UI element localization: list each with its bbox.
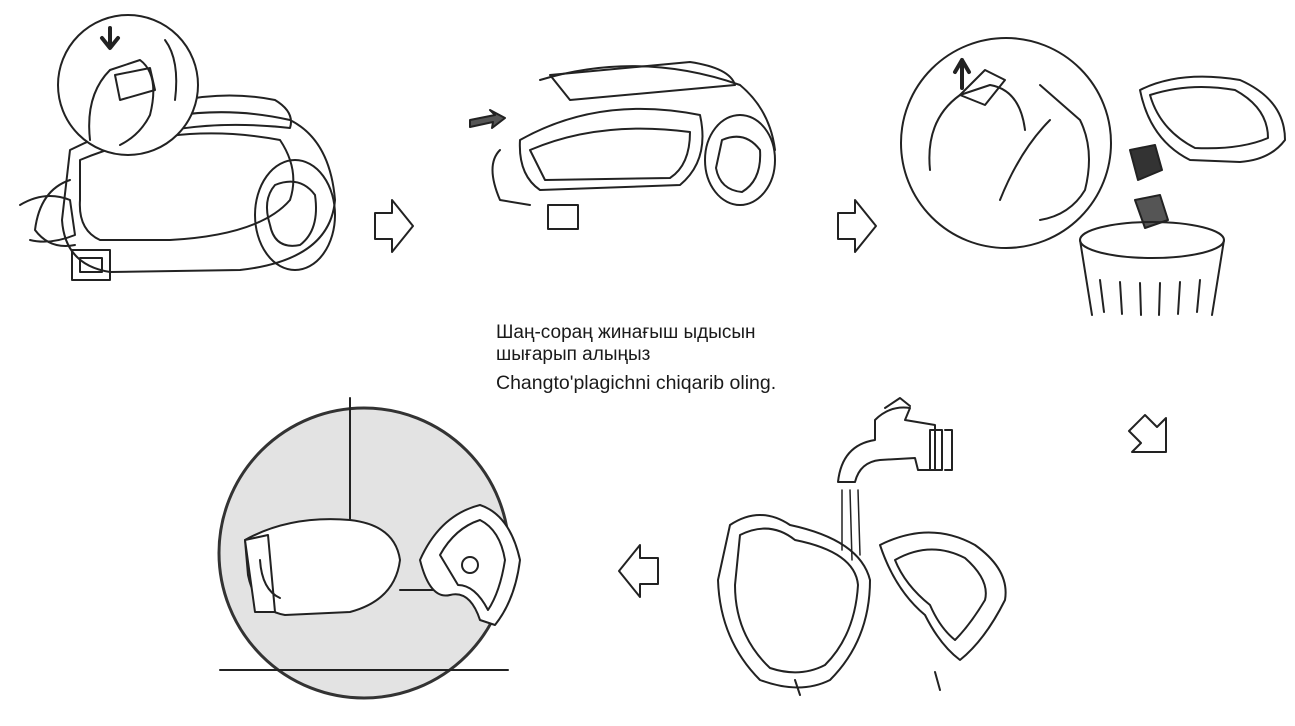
instruction-caption: Шаң-сораң жинағыш ыдысын шығарып алыңыз … <box>496 322 776 394</box>
arrow-left-icon <box>618 544 659 598</box>
step1-vacuum-press-release <box>19 14 336 281</box>
arrow-right-icon <box>837 199 877 253</box>
arrow-right-icon <box>374 199 414 253</box>
caption-kazakh-line2: шығарып алыңыз <box>496 344 651 365</box>
caption-uzbek: Changto'plagichni chiqarib oling. <box>496 372 777 394</box>
step3-empty-dust <box>900 37 1286 316</box>
step4-rinse-container <box>717 397 1007 696</box>
step2-pull-container <box>469 61 776 230</box>
arrow-down-left-icon <box>1128 414 1167 453</box>
step5-dry-parts <box>217 397 521 700</box>
caption-kazakh-line1: Шаң-сораң жинағыш ыдысын <box>496 322 756 343</box>
